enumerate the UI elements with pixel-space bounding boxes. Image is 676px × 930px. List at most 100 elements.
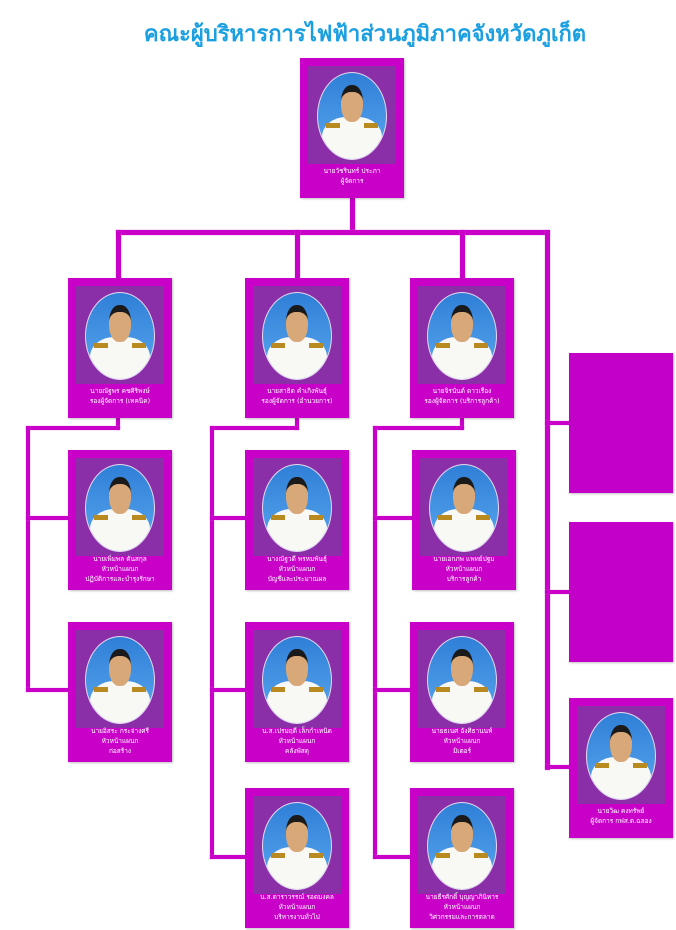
epaulette-icon (309, 343, 323, 348)
portrait-oval (586, 712, 656, 800)
staff-name: นายณัฐพร คชศิริพงษ์ (90, 387, 150, 395)
epaulette-icon (476, 515, 490, 520)
staff-name: นายเพิ่มพล ตันสกุล (93, 555, 147, 563)
epaulette-icon (436, 343, 450, 348)
portrait-photo (420, 458, 508, 556)
staff-name: นายอิสระ กระจ่างศรี (91, 727, 149, 735)
staff-name: นายจิรนันต์ ดาวเรือง (432, 387, 492, 395)
epaulette-icon (271, 687, 285, 692)
epaulette-icon (436, 687, 450, 692)
portrait-photo (308, 66, 396, 164)
staff-card: นายเอกภพ แพทย์ปฐมหัวหน้าแผนกบริการลูกค้า (412, 450, 516, 590)
connector-line (545, 590, 571, 594)
portrait-photo (76, 630, 164, 728)
staff-department: บัญชีและประมาณผล (267, 575, 327, 583)
staff-card: นายธเนศ อังศิธานนท์หัวหน้าแผนกมิเตอร์ (410, 622, 514, 762)
connector-line (545, 230, 550, 770)
staff-name: นางณัฐวดี พรหมพันธุ์ (267, 555, 327, 563)
connector-line (373, 426, 464, 430)
portrait-photo (253, 796, 341, 894)
epaulette-icon (132, 343, 146, 348)
epaulette-icon (271, 853, 285, 858)
face (451, 815, 473, 852)
portrait-oval (262, 292, 332, 380)
staff-position: หัวหน้าแผนก (443, 737, 481, 745)
staff-name: นายธีรศักดิ์ บุญญาภินิหาร (425, 893, 499, 901)
staff-department: วิศวกรรมและการตลาด (429, 913, 495, 921)
staff-position: ผู้จัดการ (340, 177, 364, 185)
connector-line (116, 230, 121, 280)
epaulette-icon (309, 515, 323, 520)
staff-name: นายวัชรินทร์ ประภา (323, 167, 381, 175)
portrait-photo (418, 286, 506, 384)
connector-line (210, 688, 247, 692)
staff-position: หัวหน้าแผนก (445, 565, 483, 573)
connector-line (210, 855, 247, 859)
epaulette-icon (132, 687, 146, 692)
connector-line (545, 421, 571, 425)
portrait-oval (262, 464, 332, 552)
portrait-photo (253, 630, 341, 728)
epaulette-icon (326, 123, 340, 128)
portrait-photo (76, 458, 164, 556)
face (453, 477, 475, 514)
connector-line (116, 230, 550, 235)
connector-line (26, 688, 70, 692)
portrait-photo (253, 458, 341, 556)
face (286, 815, 308, 852)
staff-card: นายจิรนันต์ ดาวเรืองรองผู้จัดการ (บริการ… (410, 278, 514, 418)
portrait-oval (427, 636, 497, 724)
portrait-oval (262, 802, 332, 890)
portrait-oval (85, 464, 155, 552)
connector-line (545, 765, 571, 769)
staff-department: ก่อสร้าง (108, 747, 132, 755)
staff-card: นายสาธิต คำเกิงพันธุ์รองผู้จัดการ (อำนวย… (245, 278, 349, 418)
portrait-oval (262, 636, 332, 724)
staff-card: นายอิสระ กระจ่างศรีหัวหน้าแผนกก่อสร้าง (68, 622, 172, 762)
connector-line (373, 688, 412, 692)
staff-name: นายธเนศ อังศิธานนท์ (431, 727, 493, 735)
staff-department: มิเตอร์ (452, 747, 472, 755)
face (451, 305, 473, 342)
portrait-oval (85, 292, 155, 380)
portrait-oval (427, 802, 497, 890)
staff-name: น.ส.ดาราวรรณ์ รอดมงคล (260, 893, 334, 901)
epaulette-icon (474, 687, 488, 692)
portrait-oval (429, 464, 499, 552)
staff-position: หัวหน้าแผนก (101, 565, 139, 573)
epaulette-icon (633, 763, 647, 768)
epaulette-icon (309, 687, 323, 692)
epaulette-icon (132, 515, 146, 520)
staff-position: หัวหน้าแผนก (278, 903, 316, 911)
staff-card: นายธีรศักดิ์ บุญญาภินิหารหัวหน้าแผนกวิศว… (410, 788, 514, 928)
portrait-photo (418, 796, 506, 894)
staff-position: หัวหน้าแผนก (278, 565, 316, 573)
portrait-photo (577, 706, 665, 804)
staff-name: นายสาธิต คำเกิงพันธุ์ (267, 387, 327, 395)
staff-department: บริการลูกค้า (446, 575, 482, 583)
staff-card: นายวิฒ คงทรัพย์ผู้จัดการ กฟส.ต.ฉลอง (569, 698, 673, 838)
blank-card-1 (569, 353, 673, 493)
epaulette-icon (438, 515, 452, 520)
staff-position: รองผู้จัดการ (บริการลูกค้า) (424, 397, 500, 405)
connector-line (295, 418, 299, 430)
connector-line (350, 198, 355, 234)
face (109, 477, 131, 514)
staff-card: นางณัฐวดี พรหมพันธุ์หัวหน้าแผนกบัญชีและป… (245, 450, 349, 590)
staff-position: รองผู้จัดการ (อำนวยการ) (261, 397, 333, 405)
staff-position: รองผู้จัดการ (เทคนิค) (89, 397, 151, 405)
connector-line (210, 426, 214, 859)
staff-position: หัวหน้าแผนก (101, 737, 139, 745)
face (451, 649, 473, 686)
epaulette-icon (364, 123, 378, 128)
staff-name: นายวิฒ คงทรัพย์ (597, 807, 645, 815)
staff-card: นายณัฐพร คชศิริพงษ์รองผู้จัดการ (เทคนิค) (68, 278, 172, 418)
staff-position: หัวหน้าแผนก (443, 903, 481, 911)
epaulette-icon (436, 853, 450, 858)
page-title: คณะผู้บริหารการไฟฟ้าส่วนภูมิภาคจังหวัดภู… (143, 22, 587, 47)
portrait-oval (427, 292, 497, 380)
staff-position: หัวหน้าแผนก (278, 737, 316, 745)
epaulette-icon (94, 687, 108, 692)
blank-card-2 (569, 522, 673, 662)
epaulette-icon (595, 763, 609, 768)
